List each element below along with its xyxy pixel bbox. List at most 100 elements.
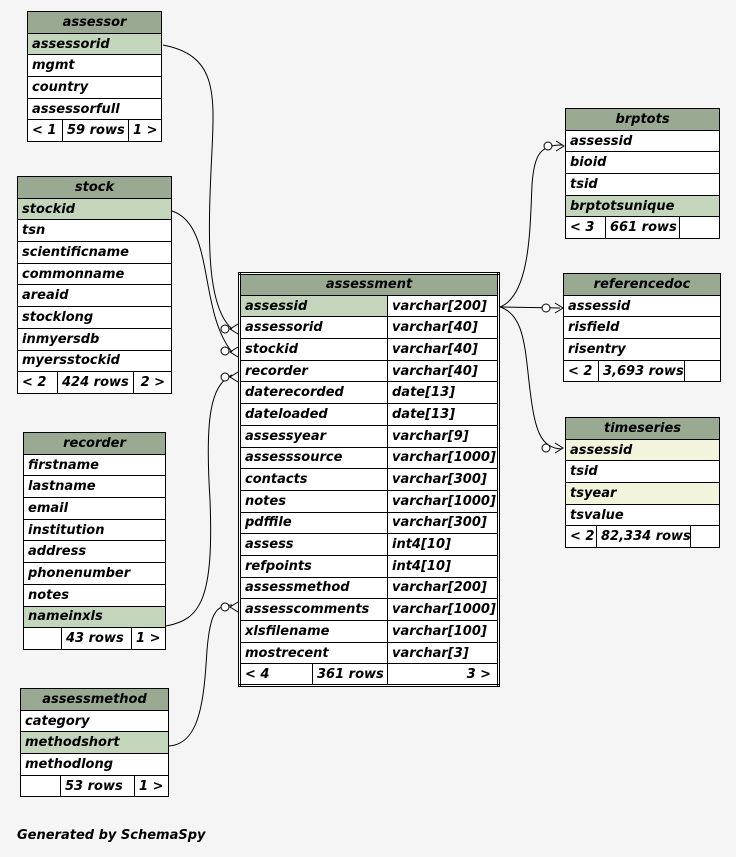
row-count: 661 rows bbox=[605, 216, 680, 240]
children-link[interactable]: 1 > bbox=[127, 119, 163, 143]
children-link[interactable]: 2 > bbox=[132, 371, 173, 394]
table-title[interactable]: assessmethod bbox=[20, 688, 169, 711]
edge-end-circle bbox=[220, 602, 230, 612]
column-name[interactable]: dateloaded bbox=[239, 403, 388, 426]
table-title[interactable]: assessment bbox=[238, 273, 500, 296]
column-row[interactable]: stocklong bbox=[16, 306, 173, 329]
crowfoot bbox=[229, 601, 239, 613]
column-row[interactable]: lastname bbox=[22, 475, 167, 499]
column-name[interactable]: pdffile bbox=[239, 511, 388, 535]
table-title[interactable]: referencedoc bbox=[562, 273, 722, 296]
column-type: varchar[200] bbox=[386, 576, 500, 600]
table-brptots[interactable]: brptots assessid bioid tsid brptotsuniqu… bbox=[565, 108, 720, 240]
column-row[interactable]: tsvalue bbox=[564, 503, 721, 527]
column-type: varchar[100] bbox=[386, 620, 500, 643]
table-recorder[interactable]: recorder firstname lastname email instit… bbox=[22, 432, 167, 650]
column-type: varchar[1000] bbox=[386, 446, 500, 470]
column-row[interactable]: commonname bbox=[16, 262, 173, 286]
edge-end-circle bbox=[220, 346, 230, 356]
column-name[interactable]: notes bbox=[239, 489, 388, 513]
column-row[interactable]: stockid bbox=[16, 197, 173, 221]
column-row[interactable]: mgmt bbox=[26, 54, 163, 78]
column-row[interactable]: tsid bbox=[564, 460, 721, 484]
column-row[interactable]: scientificname bbox=[16, 241, 173, 264]
column-name[interactable]: assess bbox=[239, 533, 388, 556]
column-row[interactable]: inmyersdb bbox=[16, 327, 173, 351]
column-row[interactable]: assessid bbox=[562, 294, 722, 318]
column-row[interactable]: nameinxls bbox=[22, 605, 167, 629]
column-type: varchar[300] bbox=[386, 511, 500, 535]
column-type: varchar[3] bbox=[386, 641, 500, 665]
column-row[interactable]: category bbox=[20, 709, 169, 733]
column-row[interactable]: bioid bbox=[565, 151, 720, 175]
table-title[interactable]: recorder bbox=[22, 432, 167, 455]
parents-link[interactable] bbox=[20, 774, 61, 798]
children-link[interactable]: 1 > bbox=[134, 774, 169, 798]
crowfoot bbox=[555, 140, 565, 152]
column-name[interactable]: mostrecent bbox=[239, 641, 388, 665]
table-assessor[interactable]: assessor assessorid mgmt country assesso… bbox=[26, 11, 163, 143]
column-row[interactable]: myersstockid bbox=[16, 349, 173, 373]
column-row[interactable]: assessorid bbox=[26, 32, 163, 56]
column-row[interactable]: assessorfull bbox=[26, 97, 163, 121]
column-row[interactable]: methodshort bbox=[20, 731, 169, 755]
parents-link[interactable]: < 4 bbox=[239, 663, 313, 687]
table-stock[interactable]: stock stockid tsn scientificname commonn… bbox=[16, 176, 173, 394]
column-name[interactable]: stockid bbox=[239, 338, 388, 361]
column-name[interactable]: assesssource bbox=[239, 446, 388, 470]
column-row[interactable]: areaid bbox=[16, 284, 173, 308]
table-timeseries[interactable]: timeseries assessid tsid tsyear tsvalue … bbox=[564, 417, 721, 549]
column-name[interactable]: contacts bbox=[239, 468, 388, 491]
table-title[interactable]: stock bbox=[16, 176, 173, 199]
column-type: varchar[200] bbox=[386, 294, 500, 318]
column-row[interactable]: country bbox=[26, 76, 163, 99]
edge-brptots-assessment bbox=[499, 144, 563, 308]
column-row[interactable]: email bbox=[22, 497, 167, 520]
edge-end-circle bbox=[541, 443, 551, 453]
column-name[interactable]: recorder bbox=[239, 359, 388, 383]
column-name[interactable]: refpoints bbox=[239, 554, 388, 578]
edge-assessment-assessmethod bbox=[167, 604, 233, 747]
column-type: date[13] bbox=[386, 381, 500, 405]
column-row[interactable]: notes bbox=[22, 583, 167, 607]
column-row[interactable]: institution bbox=[22, 518, 167, 542]
table-title[interactable]: brptots bbox=[565, 108, 720, 131]
column-row[interactable]: tsyear bbox=[564, 482, 721, 505]
table-title[interactable]: assessor bbox=[26, 11, 163, 34]
column-row[interactable]: brptotsunique bbox=[565, 194, 720, 218]
table-title[interactable]: timeseries bbox=[564, 417, 721, 440]
column-name[interactable]: assessid bbox=[239, 294, 388, 318]
parents-link[interactable]: < 1 bbox=[27, 119, 63, 143]
parents-link[interactable]: < 2 bbox=[563, 359, 599, 383]
column-row[interactable]: tsid bbox=[565, 173, 720, 196]
children-link[interactable]: 3 > bbox=[386, 663, 500, 687]
parents-link[interactable]: < 2 bbox=[17, 371, 58, 394]
column-row[interactable]: risfield bbox=[562, 316, 722, 340]
column-row[interactable]: methodlong bbox=[20, 753, 169, 776]
column-name[interactable]: assesscomments bbox=[239, 598, 388, 621]
column-row[interactable]: firstname bbox=[22, 453, 167, 477]
column-row[interactable]: assessid bbox=[564, 438, 721, 462]
column-row[interactable]: address bbox=[22, 540, 167, 564]
column-name[interactable]: xlsfilename bbox=[239, 620, 388, 643]
children-link[interactable]: 1 > bbox=[130, 627, 167, 650]
row-count: 53 rows bbox=[60, 774, 135, 798]
column-row[interactable]: tsn bbox=[16, 219, 173, 243]
column-row[interactable]: phonenumber bbox=[22, 562, 167, 585]
parents-link[interactable]: < 3 bbox=[565, 216, 606, 240]
parents-link[interactable]: < 2 bbox=[565, 525, 597, 549]
table-referencedoc[interactable]: referencedoc assessid risfield risentry … bbox=[562, 273, 722, 383]
column-row[interactable]: risentry bbox=[562, 338, 722, 361]
parents-link[interactable] bbox=[23, 627, 62, 650]
column-name[interactable]: assessorid bbox=[239, 316, 388, 340]
column-row[interactable]: assessid bbox=[565, 129, 720, 153]
column-type: varchar[1000] bbox=[386, 598, 500, 621]
column-name[interactable]: assessyear bbox=[239, 424, 388, 448]
column-type: int4[10] bbox=[386, 533, 500, 556]
column-name[interactable]: daterecorded bbox=[239, 381, 388, 405]
column-type: varchar[40] bbox=[386, 359, 500, 383]
table-assessmethod[interactable]: assessmethod category methodshort method… bbox=[20, 688, 169, 798]
column-name[interactable]: assessmethod bbox=[239, 576, 388, 600]
